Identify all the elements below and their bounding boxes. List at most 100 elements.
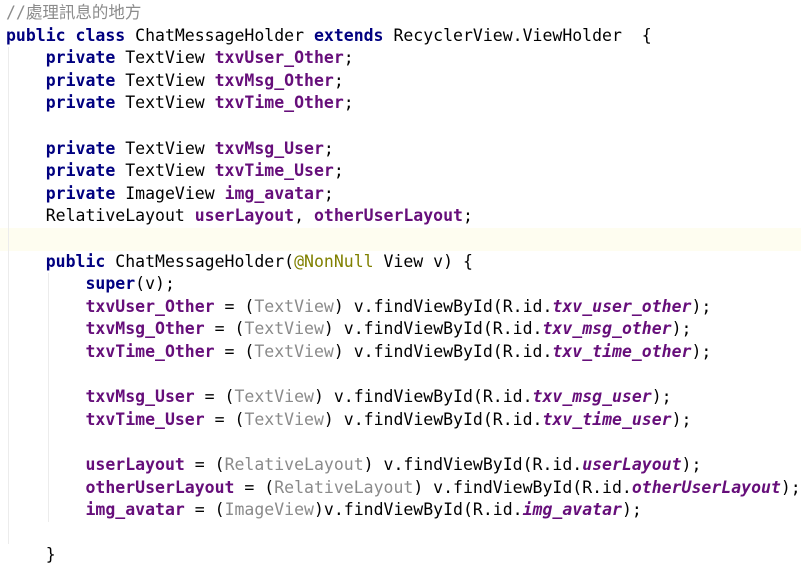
code-token-plain: ; [343,93,354,113]
code-token-field: txvUser_Other [214,48,344,68]
code-token-cast: TextView [244,319,324,339]
code-token-field-italic: otherUserLayout [631,477,781,497]
code-token-plain: ; [462,206,473,226]
code-token-field: userLayout [194,206,295,226]
code-token-field-italic: txv_time_other [552,342,692,361]
code-token-field: txvTime_Other [6,342,215,361]
code-token-cast: RelativeLayout [274,477,414,497]
code-token-plain: ) v.findViewById(R.id. [333,296,553,316]
code-token-plain: = ( [194,387,235,407]
code-token-keyword: private [6,93,126,113]
code-token-field-italic: txv_user_other [552,296,692,316]
code-token-plain: ) v.findViewById(R.id. [323,409,543,429]
code-token-plain: ) v.findViewById(R.id. [333,342,553,361]
code-token-plain: View v) { [383,251,473,271]
code-token-cast: TextView [234,387,314,407]
code-token-field-italic: userLayout [582,455,682,474]
code-line[interactable]: otherUserLayout = (RelativeLayout) v.fin… [0,477,801,500]
code-token-plain: , [294,206,314,226]
code-token-field: otherUserLayout [6,477,235,497]
code-token-plain: ImageView [125,183,225,203]
code-token-plain: ); [780,477,801,497]
code-token-field: userLayout [6,455,185,474]
code-token-plain: ChatMessageHolder [135,25,314,45]
code-token-field-italic: img_avatar [522,500,622,520]
indent-guide [48,273,49,522]
code-token-keyword: extends [313,25,394,45]
code-token-plain: = ( [184,500,225,520]
code-line[interactable]: private ImageView img_avatar; [0,183,801,206]
code-line[interactable]: RelativeLayout userLayout, otherUserLayo… [0,205,801,228]
code-line[interactable] [0,364,801,387]
code-token-plain: ); [671,409,692,429]
code-token-plain: TextView [125,48,215,68]
code-token-plain: ChatMessageHolder( [115,251,295,271]
code-token-plain: ) v.findViewById(R.id. [323,319,543,339]
code-token-plain: = ( [214,342,255,361]
code-line[interactable]: private TextView txvTime_Other; [0,92,801,115]
code-line[interactable]: public class ChatMessageHolder extends R… [0,25,801,48]
code-token-plain: TextView [125,138,215,158]
code-token-field: txvTime_User [6,409,205,429]
indent-guide [8,47,9,545]
code-line[interactable] [0,431,801,454]
code-token-field: img_avatar [6,500,185,520]
code-token-keyword: private [6,183,126,203]
code-token-plain: } [6,545,56,565]
code-line[interactable]: private TextView txvUser_Other; [0,47,801,70]
code-token-keyword: private [6,70,126,90]
code-token-plain: TextView [125,70,215,90]
code-token-field-italic: txv_msg_other [542,319,672,339]
code-token-keyword: private [6,138,126,158]
code-token-field: otherUserLayout [313,206,463,226]
code-line[interactable]: private TextView txvMsg_Other; [0,70,801,93]
code-token-cast: TextView [254,296,334,316]
code-token-plain: ; [333,70,344,90]
code-line[interactable]: userLayout = (RelativeLayout) v.findView… [0,454,801,477]
code-token-plain: ; [343,48,354,68]
code-line[interactable]: //處理訊息的地方 [0,2,801,25]
code-token-annotation: @NonNull [294,251,384,271]
code-token-comment: //處理訊息的地方 [6,3,142,22]
code-token-plain: TextView [125,93,215,113]
code-token-plain: = ( [204,319,245,339]
code-token-plain: ) v.findViewById(R.id. [363,455,583,474]
code-line[interactable]: } [0,544,801,567]
code-line[interactable]: txvUser_Other = (TextView) v.findViewByI… [0,296,801,319]
code-token-field: txvTime_User [214,161,334,181]
code-token-plain: = ( [184,455,225,474]
code-token-keyword: private [6,48,126,68]
code-line[interactable]: img_avatar = (ImageView)v.findViewById(R… [0,499,801,522]
code-line[interactable]: super(v); [0,273,801,296]
code-token-field: txvTime_Other [214,93,344,113]
code-token-field: txvMsg_User [214,138,324,158]
code-token-plain: )v.findViewById(R.id. [313,500,523,520]
code-token-keyword: public [6,251,116,271]
code-line[interactable]: public ChatMessageHolder(@NonNull View v… [0,251,801,274]
code-token-cast: ImageView [224,500,314,520]
code-token-plain: ); [671,319,692,339]
code-token-plain: ); [691,342,712,361]
code-line[interactable]: private TextView txvTime_User; [0,160,801,183]
code-line[interactable]: txvMsg_User = (TextView) v.findViewById(… [0,386,801,409]
code-token-field: txvUser_Other [6,296,215,316]
code-line[interactable] [0,522,801,545]
code-line[interactable] [0,228,801,251]
code-token-plain: ) v.findViewById(R.id. [313,387,533,407]
code-token-plain: (v); [135,274,175,294]
code-line[interactable]: txvTime_Other = (TextView) v.findViewByI… [0,341,801,364]
code-token-plain: ) v.findViewById(R.id. [413,477,632,497]
code-line[interactable]: txvMsg_Other = (TextView) v.findViewById… [0,318,801,341]
code-token-field: txvMsg_User [6,387,195,407]
code-token-plain: = ( [234,477,275,497]
code-token-field: txvMsg_Other [214,70,334,90]
code-line[interactable]: private TextView txvMsg_User; [0,138,801,161]
code-token-field-italic: txv_msg_user [532,387,652,407]
code-token-plain: ); [691,296,712,316]
code-token-cast: RelativeLayout [224,455,364,474]
code-token-plain: ); [621,500,642,520]
code-line[interactable] [0,115,801,138]
code-line[interactable]: txvTime_User = (TextView) v.findViewById… [0,409,801,432]
code-token-cast: TextView [254,342,334,361]
